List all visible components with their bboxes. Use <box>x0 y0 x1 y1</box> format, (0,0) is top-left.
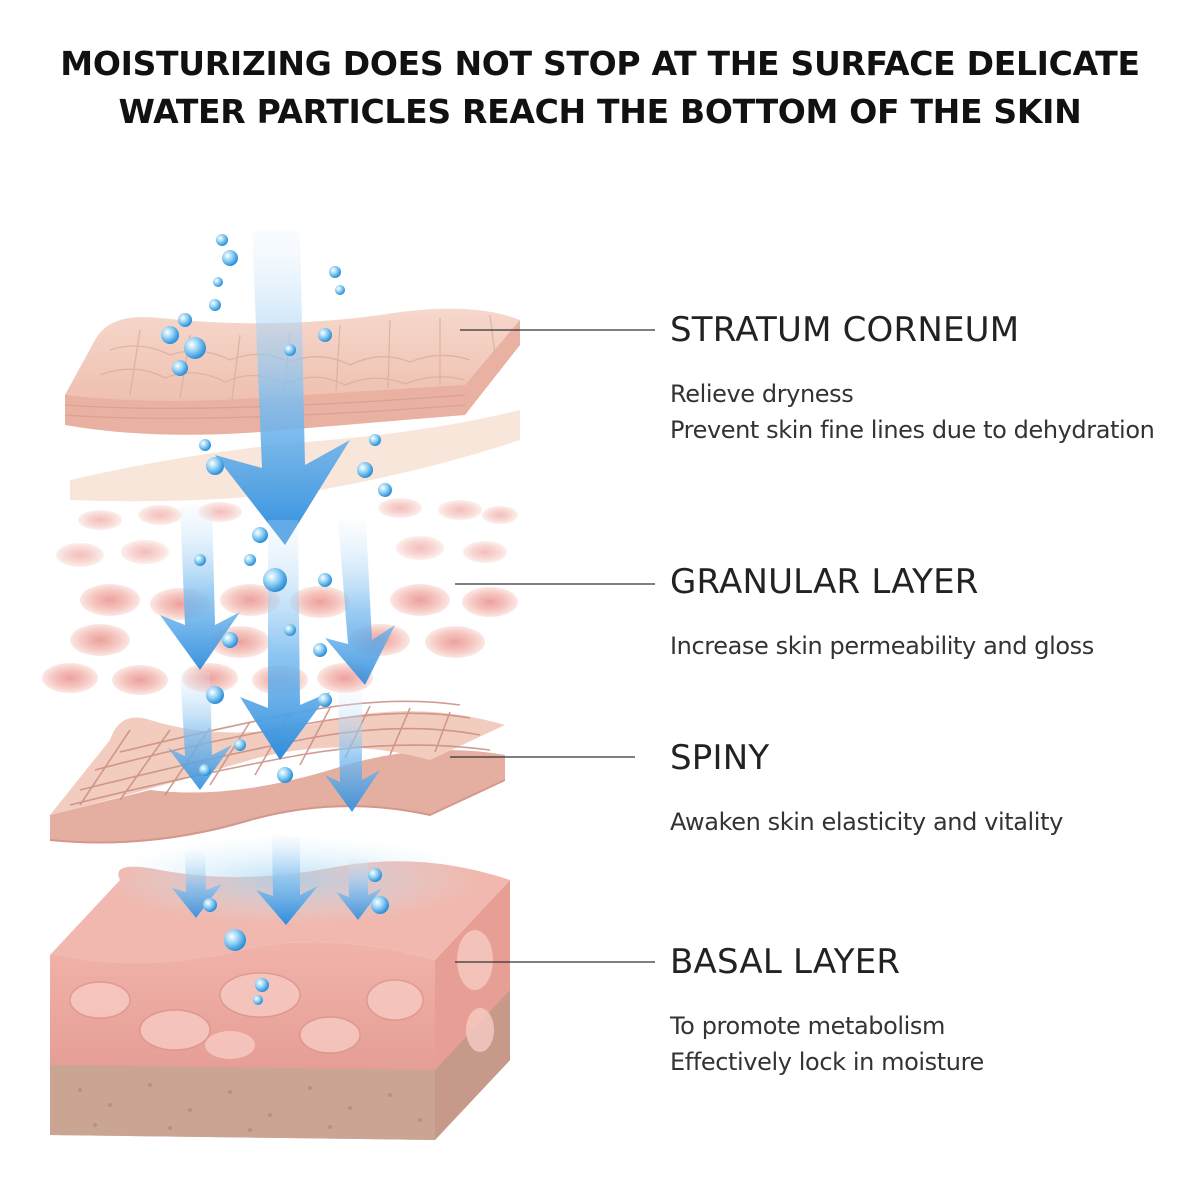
label-granular-layer: GRANULAR LAYER Increase skin permeabilit… <box>670 562 1195 664</box>
headline-line-2: WATER PARTICLES REACH THE BOTTOM OF THE … <box>118 92 1082 131</box>
layer-description-line: Prevent skin fine lines due to dehydrati… <box>670 416 1155 444</box>
layer-description-line: Awaken skin elasticity and vitality <box>670 808 1063 836</box>
label-basal-layer: BASAL LAYER To promote metabolism Effect… <box>670 942 1195 1080</box>
headline: MOISTURIZING DOES NOT STOP AT THE SURFAC… <box>0 40 1200 136</box>
label-stratum-corneum: STRATUM CORNEUM Relieve dryness Prevent … <box>670 310 1195 448</box>
layer-description: To promote metabolism Effectively lock i… <box>670 1008 1195 1080</box>
water-droplets <box>161 234 392 1005</box>
layer-description-line: Relieve dryness <box>670 380 854 408</box>
layer-description-line: Increase skin permeability and gloss <box>670 632 1094 660</box>
layer-description-line: To promote metabolism <box>670 1012 946 1040</box>
layer-description: Increase skin permeability and gloss <box>670 628 1195 664</box>
layer-title: STRATUM CORNEUM <box>670 310 1020 350</box>
label-spiny: SPINY Awaken skin elasticity and vitalit… <box>670 738 1195 840</box>
layer-description-line: Effectively lock in moisture <box>670 1048 984 1076</box>
water-flow-arrows <box>160 230 395 925</box>
layer-description: Relieve dryness Prevent skin fine lines … <box>670 376 1195 448</box>
layer-title: GRANULAR LAYER <box>670 562 979 602</box>
layer-title: BASAL LAYER <box>670 942 901 982</box>
layer-title: SPINY <box>670 738 770 778</box>
layer-description: Awaken skin elasticity and vitality <box>670 804 1195 840</box>
leader-lines <box>450 329 655 963</box>
headline-line-1: MOISTURIZING DOES NOT STOP AT THE SURFAC… <box>60 44 1140 83</box>
